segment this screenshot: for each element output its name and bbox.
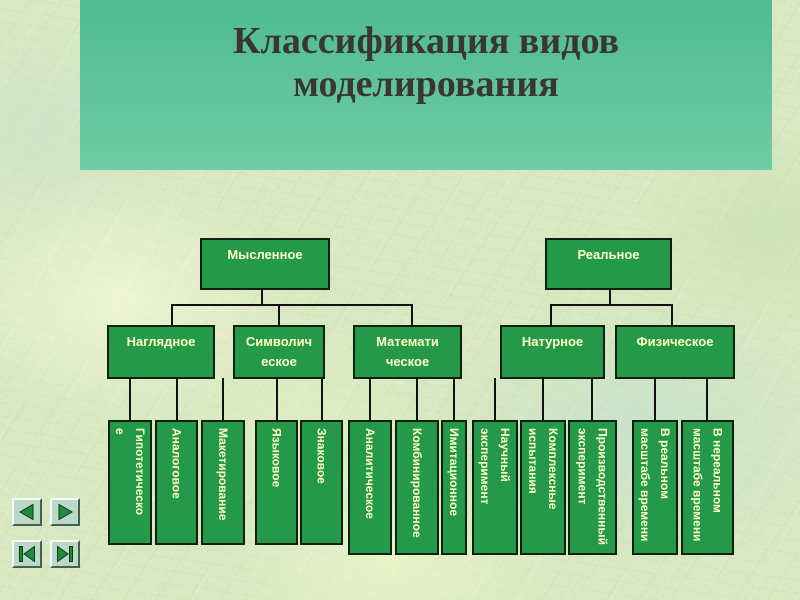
node-proizvodstvenny-eksperiment: Производственный эксперимент: [568, 420, 617, 555]
node-label: Мысленное: [227, 247, 303, 262]
arrow-shape: [58, 503, 74, 521]
node-matematicheskoe: Математи ческое: [353, 325, 462, 379]
node-label: Реальное: [577, 247, 640, 262]
node-label-group: Научный эксперимент: [475, 428, 515, 504]
node-label-group: Производственный эксперимент: [573, 428, 613, 545]
arrow-shape: [23, 545, 35, 563]
node-label: Комплексные: [546, 428, 560, 510]
node-label-group: Аналоговое: [167, 428, 187, 499]
node-label-group: В нереальном масштабе времени: [688, 428, 728, 541]
node-fizicheskoe: Физическое: [615, 325, 735, 379]
node-analiticheskoe: Аналитическое: [348, 420, 392, 555]
node-label-group: Имитационное: [444, 428, 464, 516]
node-simvolicheskoe: Символич еское: [233, 325, 325, 379]
node-label: испытания: [526, 428, 540, 494]
node-nauchny-eksperiment: Научный эксперимент: [472, 420, 518, 555]
node-label-group: Знаковое: [312, 428, 332, 484]
arrow-shape: [18, 503, 34, 521]
node-realnoe: Реальное: [545, 238, 672, 290]
node-kombinirovannoe: Комбинированное: [395, 420, 439, 555]
node-label: Наглядное: [126, 334, 196, 349]
prev-slide-button[interactable]: [12, 498, 42, 526]
node-gipoteticheskoe: Гипотетическо е: [108, 420, 152, 545]
node-znakovoe: Знаковое: [300, 420, 343, 545]
arrow-left-icon: [18, 503, 34, 521]
node-label: В реальном: [658, 428, 672, 499]
node-label: Имитационное: [447, 428, 461, 517]
skip-to-start-icon: [19, 545, 35, 563]
last-slide-button[interactable]: [50, 540, 80, 568]
node-label: Натурное: [521, 334, 584, 349]
node-label: ческое: [385, 354, 430, 369]
node-label: Аналитическое: [363, 428, 377, 519]
node-label: масштабе времени: [638, 428, 652, 542]
node-naturnoe: Натурное: [500, 325, 605, 379]
title-band: Классификация видов моделирования: [80, 0, 772, 170]
node-label-group: Комплексные испытания: [523, 428, 563, 509]
node-label: Научный: [498, 428, 512, 482]
node-realny-masshtab: В реальном масштабе времени: [632, 420, 678, 555]
node-label: Аналоговое: [169, 428, 184, 499]
first-slide-button[interactable]: [12, 540, 42, 568]
node-yazykovoe: Языковое: [255, 420, 298, 545]
node-label-group: Аналитическое: [360, 428, 380, 519]
node-label: Производственный: [595, 428, 610, 546]
node-label: еское: [261, 354, 297, 369]
node-naglyadnoe: Наглядное: [107, 325, 215, 379]
arrow-right-icon: [58, 503, 74, 521]
node-label-group: Комбинированное: [407, 428, 427, 538]
node-analogovoe: Аналоговое: [155, 420, 198, 545]
node-label: Физическое: [636, 334, 714, 349]
node-myslennoe: Мысленное: [200, 238, 330, 290]
node-nerealny-masshtab: В нереальном масштабе времени: [681, 420, 734, 555]
node-label: Комбинированное: [410, 428, 424, 538]
node-label: масштабе времени: [690, 428, 705, 542]
next-slide-button[interactable]: [50, 498, 80, 526]
node-label: Макетирование: [216, 428, 230, 521]
node-kompleksnye-ispytaniya: Комплексные испытания: [520, 420, 566, 555]
skip-to-end-icon: [57, 545, 73, 563]
node-label-group: Гипотетическо е: [110, 428, 150, 515]
slide-title: Классификация видов моделирования: [232, 20, 620, 105]
node-label: Математи: [376, 334, 439, 349]
node-label: е: [113, 428, 127, 435]
node-label: Символич: [245, 334, 313, 349]
node-label: В нереальном: [710, 428, 725, 513]
bar-shape: [19, 546, 23, 562]
node-label: Знаковое: [314, 428, 329, 484]
node-label: эксперимент: [478, 428, 492, 505]
node-label: эксперимент: [575, 428, 590, 505]
node-label: Языковое: [269, 428, 284, 488]
node-label-group: Языковое: [267, 428, 287, 487]
node-label-group: В реальном масштабе времени: [635, 428, 675, 541]
node-label-group: Макетирование: [213, 428, 233, 520]
node-imitatsionnoe: Имитационное: [441, 420, 467, 555]
node-label: Гипотетическо: [133, 428, 147, 516]
arrow-shape: [57, 545, 69, 563]
bar-shape: [69, 546, 73, 562]
node-maketirovanie: Макетирование: [201, 420, 245, 545]
